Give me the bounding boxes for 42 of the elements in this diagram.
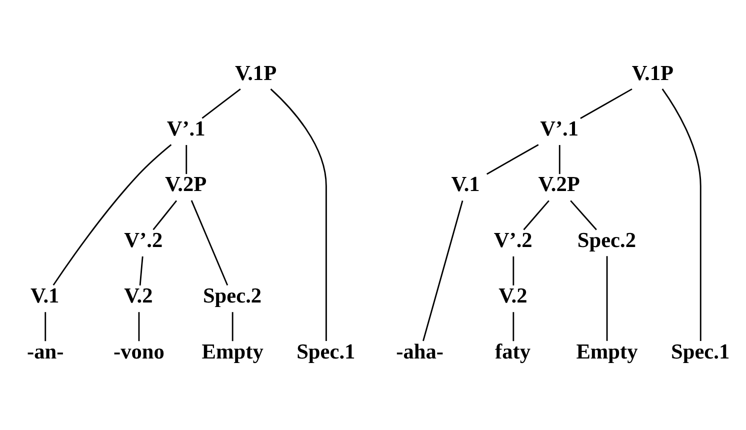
connector (202, 88, 241, 119)
connector (558, 145, 560, 174)
node-text: Spec.2 (577, 228, 636, 252)
connector (44, 312, 46, 342)
node-text: V.1P (234, 60, 277, 85)
node-text: V’.1 (166, 116, 206, 140)
node-text: V.2 (498, 284, 528, 308)
connector (512, 312, 514, 342)
node-text: Spec.1 (296, 339, 356, 364)
node-text: -an- (27, 339, 64, 364)
connector (52, 144, 172, 286)
node-text: V.2P (538, 172, 580, 196)
node-text: faty (495, 339, 531, 364)
node-text: V.1 (451, 172, 480, 196)
connector (190, 200, 228, 286)
connector (186, 145, 188, 174)
node-text: V.1 (30, 284, 60, 308)
connector (139, 256, 144, 286)
connector (570, 200, 597, 230)
node-text: V’.2 (124, 228, 163, 252)
connector (486, 144, 539, 175)
connector (606, 256, 608, 341)
node-text: -aha- (396, 339, 444, 364)
node-text: V.2P (165, 172, 207, 196)
connector (512, 256, 514, 286)
connector (523, 200, 550, 230)
node-text: Spec.2 (202, 284, 262, 308)
node-text: V.1P (632, 60, 674, 85)
node-text: -vono (114, 339, 164, 364)
node-text: Empty (576, 339, 638, 364)
node-text: V.2 (124, 284, 153, 308)
node-text: V’.2 (494, 228, 532, 252)
connector (662, 88, 702, 341)
node-text: V’.1 (540, 116, 579, 140)
connector (138, 312, 140, 342)
connector (232, 312, 234, 342)
node-text: Spec.1 (671, 339, 730, 364)
connector (270, 88, 327, 341)
connector (422, 200, 464, 342)
connector (580, 88, 632, 120)
connector (152, 200, 178, 230)
node-text: Empty (202, 339, 264, 364)
